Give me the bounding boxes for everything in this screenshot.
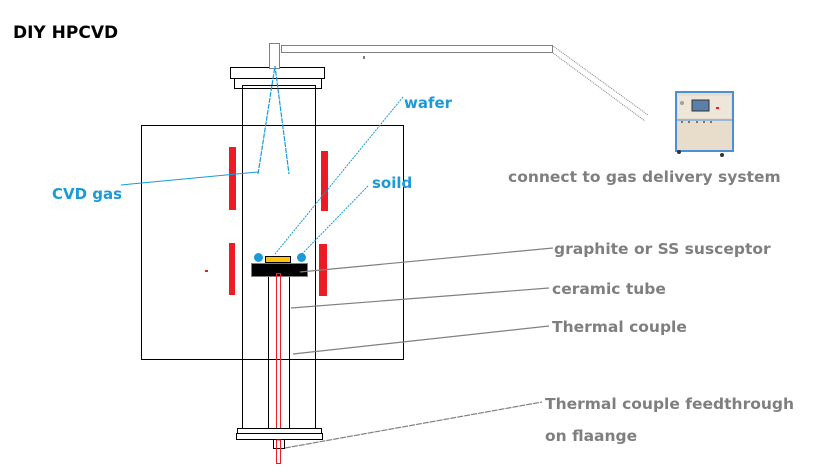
leader-cvd-gas xyxy=(120,171,259,186)
bottom-flange xyxy=(236,433,323,440)
feedthrough xyxy=(273,439,285,449)
label-feedthrough-line2: on flaange xyxy=(545,427,638,445)
leader-wafer xyxy=(274,96,404,255)
bottom-flange-top xyxy=(237,428,322,434)
heater-lower-left xyxy=(229,243,235,295)
label-ceramic-tube: ceramic tube xyxy=(552,280,666,298)
label-gas-delivery: connect to gas delivery system xyxy=(508,168,781,186)
furnace-box xyxy=(141,125,404,360)
gas-pipe-diag-1 xyxy=(552,45,649,116)
pipe-mark xyxy=(363,56,365,59)
heater-upper-left xyxy=(229,147,236,210)
leader-soild xyxy=(301,185,369,255)
label-susceptor: graphite or SS susceptor xyxy=(554,240,771,258)
solid-source-right xyxy=(297,253,306,262)
page-title: DIY HPCVD xyxy=(13,23,119,43)
solid-source-left xyxy=(254,253,263,262)
heater-upper-right xyxy=(321,151,328,211)
label-soild: soild xyxy=(372,174,413,192)
leader-susceptor xyxy=(299,247,554,273)
thermocouple-out xyxy=(276,439,281,464)
gas-delivery-cabinet xyxy=(675,91,734,157)
label-feedthrough-line1: Thermal couple feedthrough xyxy=(545,395,795,413)
gas-pipe-horizontal xyxy=(281,45,553,53)
leader-thermal-couple xyxy=(292,325,550,355)
wafer xyxy=(265,256,291,263)
top-flange xyxy=(230,67,325,79)
susceptor xyxy=(251,263,308,277)
leader-ceramic-tube xyxy=(290,287,550,309)
leader-feedthrough xyxy=(284,401,543,449)
gas-inlet-fitting xyxy=(269,43,280,69)
label-wafer: wafer xyxy=(404,94,453,112)
label-thermal-couple: Thermal couple xyxy=(552,318,687,336)
gas-jet-lines xyxy=(257,65,290,175)
label-cvd-gas: CVD gas xyxy=(52,185,123,203)
gas-pipe-diag-2 xyxy=(552,52,646,122)
red-dot xyxy=(205,270,208,272)
